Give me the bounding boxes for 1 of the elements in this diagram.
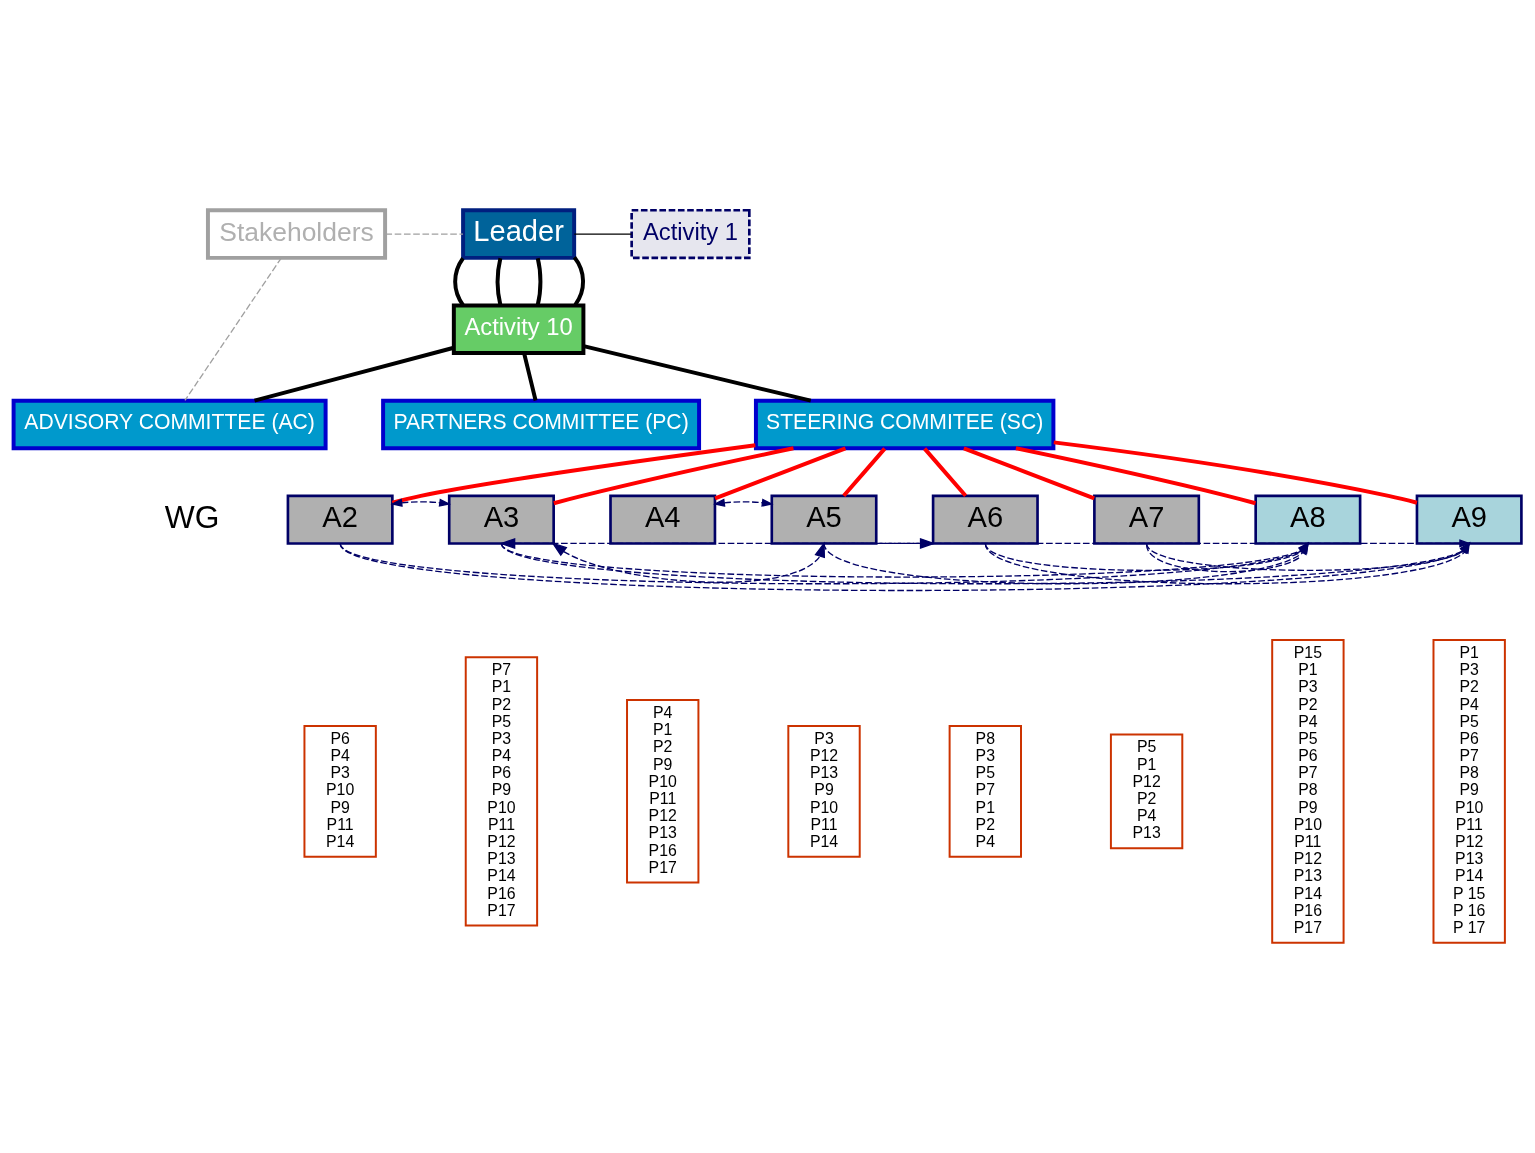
label: WG	[164, 498, 220, 535]
